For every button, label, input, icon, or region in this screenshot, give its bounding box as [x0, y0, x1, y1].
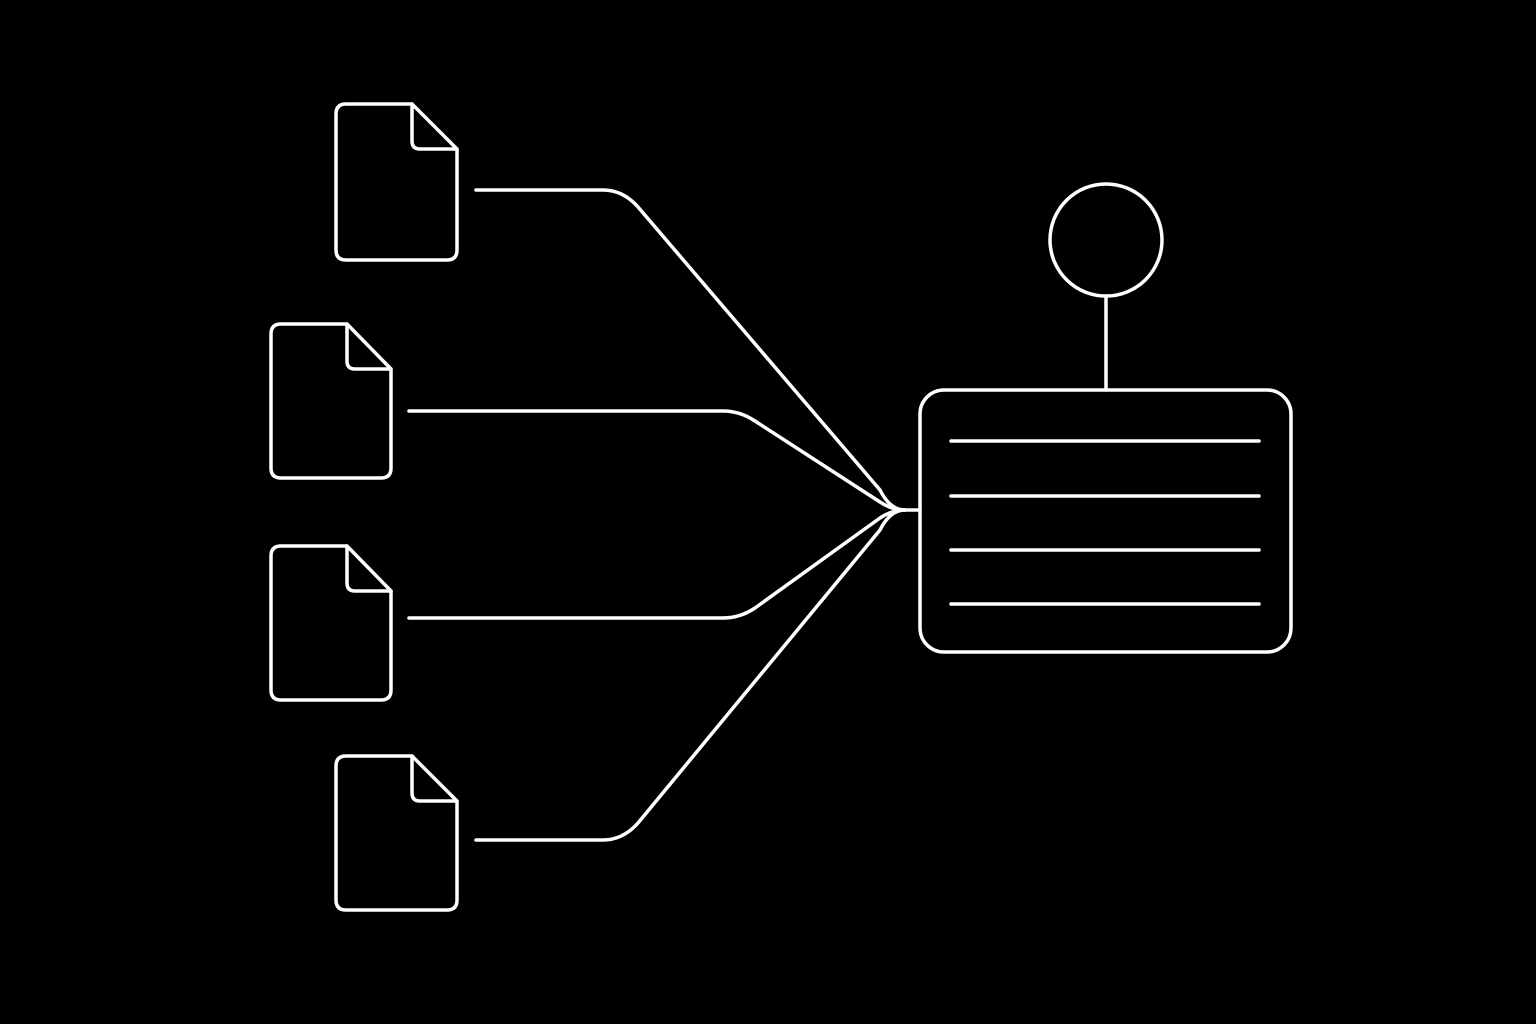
document-icon — [334, 754, 459, 912]
circle-node-icon — [1048, 182, 1164, 298]
connector-line — [407, 508, 907, 620]
document-icon — [334, 102, 459, 262]
connector-line — [407, 409, 907, 512]
document-icon — [269, 544, 393, 702]
list-panel-icon — [918, 388, 1293, 654]
connector-line — [474, 188, 907, 512]
connector-line — [474, 508, 907, 842]
document-icon — [269, 322, 393, 480]
